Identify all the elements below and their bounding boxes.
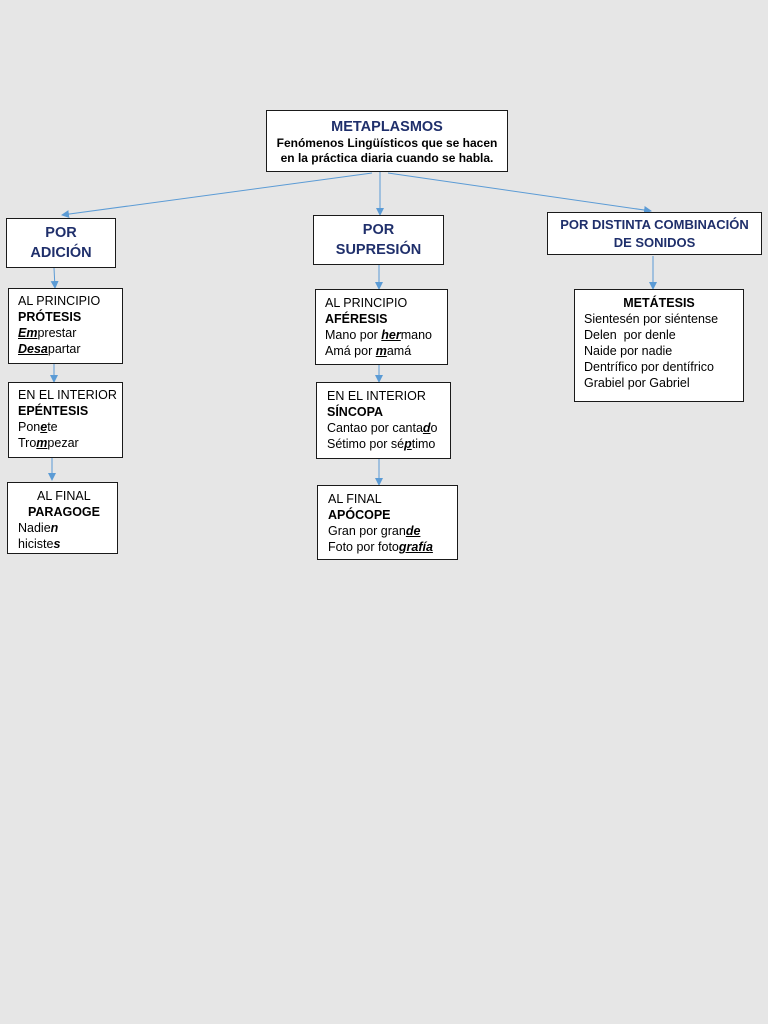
paragoge-example-1: Nadien xyxy=(18,521,59,535)
metatesis-example: Sientesén por siéntense xyxy=(584,312,719,326)
category-combinacion-line-2: DE SONIDOS xyxy=(613,234,696,250)
arrow-root-to-combinacion xyxy=(387,172,652,214)
epentesis-term: EPÉNTESIS xyxy=(18,404,89,418)
aferesis-box: AL PRINCIPIO AFÉRESIS Mano por hermano A… xyxy=(315,289,448,365)
epentesis-heading: EN EL INTERIOR xyxy=(18,388,117,402)
sincopa-example-2: Sétimo por séptimo xyxy=(327,437,436,451)
protesis-example-2: Desapartar xyxy=(18,342,81,356)
category-supresion-line-1: POR xyxy=(362,222,395,238)
paragoge-example-2: hicistes xyxy=(18,537,61,551)
metatesis-example: Dentrífico por dentífrico xyxy=(584,360,714,374)
arrow-adicion-to-protesis xyxy=(50,267,59,289)
category-combinacion-line-1: POR DISTINTA COMBINACIÓN xyxy=(560,216,749,232)
protesis-heading: AL PRINCIPIO xyxy=(18,294,101,308)
protesis-term: PRÓTESIS xyxy=(18,310,82,324)
epentesis-box: EN EL INTERIOR EPÉNTESIS Ponete Trompeza… xyxy=(8,382,123,458)
arrow-root-to-adicion xyxy=(61,172,373,219)
epentesis-example-1: Ponete xyxy=(18,420,58,434)
paragoge-heading: AL FINAL xyxy=(37,489,91,503)
category-adicion: POR ADICIÓN xyxy=(6,218,116,268)
metatesis-box: METÁTESIS Sientesén por siéntense Delen … xyxy=(574,289,744,402)
category-supresion: POR SUPRESIÓN xyxy=(313,215,444,265)
sincopa-term: SÍNCOPA xyxy=(327,405,384,419)
apocope-term: APÓCOPE xyxy=(328,508,391,522)
epentesis-example-2: Trompezar xyxy=(18,436,79,450)
root-title: METAPLASMOS xyxy=(331,119,443,135)
category-supresion-line-2: SUPRESIÓN xyxy=(335,242,422,258)
paragoge-box: AL FINAL PARAGOGE Nadien hicistes xyxy=(7,482,118,554)
paragoge-term: PARAGOGE xyxy=(28,505,100,519)
metatesis-example: Delen por denle xyxy=(584,328,676,342)
sincopa-example-1: Cantao por cantado xyxy=(327,421,438,435)
sincopa-heading: EN EL INTERIOR xyxy=(327,389,426,403)
sincopa-box: EN EL INTERIOR SÍNCOPA Cantao por cantad… xyxy=(316,382,451,459)
metatesis-term: METÁTESIS xyxy=(623,296,695,310)
metatesis-example: Naide por nadie xyxy=(584,344,673,358)
protesis-example-1: Emprestar xyxy=(18,326,77,340)
aferesis-example-1: Mano por hermano xyxy=(325,328,433,342)
root-subtitle-line-1: Fenómenos Lingüísticos que se hacen xyxy=(276,136,498,150)
apocope-example-1: Gran por grande xyxy=(328,524,421,538)
aferesis-term: AFÉRESIS xyxy=(325,312,388,326)
aferesis-heading: AL PRINCIPIO xyxy=(325,296,408,310)
root-subtitle-line-2: en la práctica diaria cuando se habla. xyxy=(280,151,494,165)
apocope-box: AL FINAL APÓCOPE Gran por grande Foto po… xyxy=(317,485,458,560)
metatesis-example: Grabiel por Gabriel xyxy=(584,376,690,390)
category-adicion-line-1: POR xyxy=(45,225,77,241)
apocope-example-2: Foto por fotografía xyxy=(328,540,433,554)
aferesis-example-2: Amá por mamá xyxy=(325,344,412,358)
apocope-heading: AL FINAL xyxy=(328,492,382,506)
category-adicion-line-2: ADICIÓN xyxy=(30,245,92,261)
protesis-box: AL PRINCIPIO PRÓTESIS Emprestar Desapart… xyxy=(8,288,123,364)
category-combinacion: POR DISTINTA COMBINACIÓN DE SONIDOS xyxy=(547,212,762,255)
root-node: METAPLASMOS Fenómenos Lingüísticos que s… xyxy=(266,110,508,172)
